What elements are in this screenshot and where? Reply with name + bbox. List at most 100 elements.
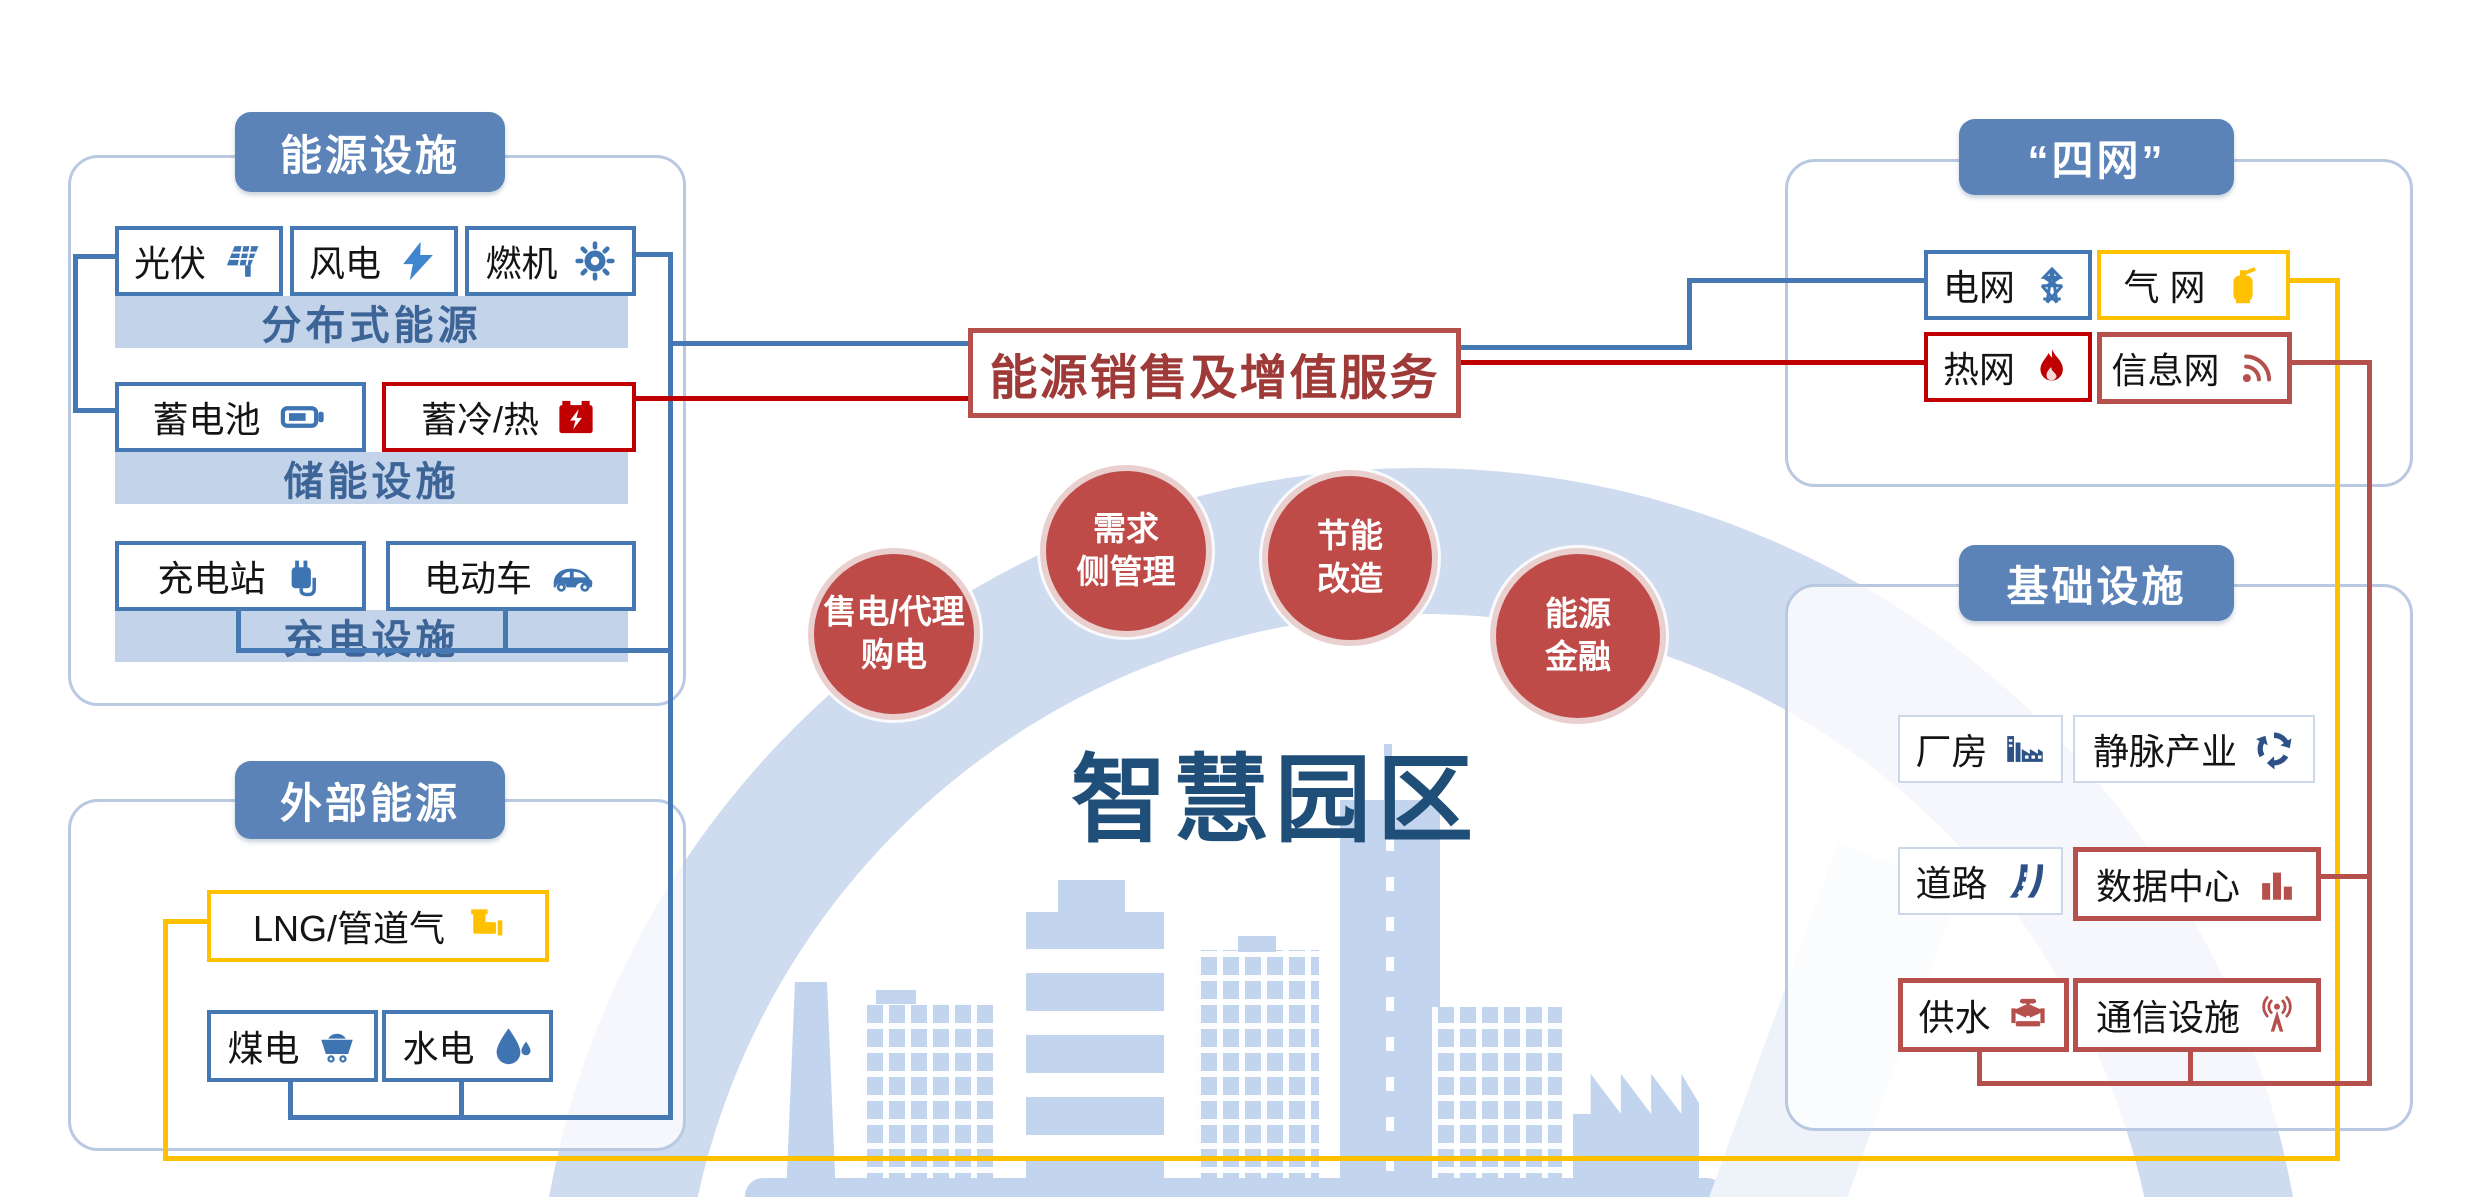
water-valve-icon xyxy=(2007,994,2049,1036)
info-network-box: 信息网 xyxy=(2097,332,2292,404)
water-supply-label: 供水 xyxy=(1918,997,1991,1038)
four-networks-header: “四网” xyxy=(1959,119,2234,195)
flame-icon xyxy=(2031,346,2073,388)
factory-icon xyxy=(2004,728,2046,770)
factory-label: 厂房 xyxy=(1915,731,1988,772)
pv-box: 光伏 xyxy=(115,226,283,296)
power-grid-label: 电网 xyxy=(1942,267,2015,308)
circle-label: 节能 xyxy=(1317,517,1383,555)
connector-blue xyxy=(73,254,78,412)
solar-panel-icon xyxy=(222,240,264,282)
data-center-label: 数据中心 xyxy=(2095,866,2240,907)
electric-car-icon xyxy=(548,555,598,597)
comm-facilities-box: 通信设施 xyxy=(2073,978,2321,1052)
band-label: 分布式能源 xyxy=(261,304,482,348)
water-supply-box: 供水 xyxy=(1898,978,2069,1052)
band-label: 储能设施 xyxy=(283,460,460,504)
roads-box: 道路 xyxy=(1898,847,2063,915)
skyline-building xyxy=(861,1003,994,1197)
header-label: 能源设施 xyxy=(279,131,460,179)
info-network-label: 信息网 xyxy=(2111,350,2220,391)
circle-label: 售电/代理 xyxy=(823,593,965,631)
coal-cart-icon xyxy=(316,1025,358,1067)
data-center-box: 数据中心 xyxy=(2073,847,2321,921)
band-distributed-energy: 分布式能源 xyxy=(115,296,628,348)
header-label: 外部能源 xyxy=(279,779,460,827)
connector-blue xyxy=(236,601,241,653)
wind-label: 风电 xyxy=(308,243,381,284)
connector-yellow xyxy=(2282,278,2340,283)
connector-blue xyxy=(1687,278,1924,283)
electric-vehicle-box: 电动车 xyxy=(386,541,636,611)
circle-electricity-sales: 售电/代理 购电 xyxy=(808,548,980,720)
band-label: 充电设施 xyxy=(283,618,460,662)
circle-label: 能源 xyxy=(1545,595,1611,633)
circle-label: 改造 xyxy=(1317,560,1383,597)
coal-power-box: 煤电 xyxy=(207,1010,378,1082)
gear-icon xyxy=(574,240,616,282)
connector-blue xyxy=(668,341,968,346)
water-drop-icon xyxy=(491,1025,533,1067)
connector-blue xyxy=(288,1115,673,1120)
header-label: “四网” xyxy=(2027,136,2166,184)
connector-blue xyxy=(503,601,508,653)
battery-icon xyxy=(277,396,329,438)
circle-energy-saving-retrofit: 节能 改造 xyxy=(1262,470,1438,646)
skyline-building-cap xyxy=(876,990,916,1004)
lng-label: LNG/管道气 xyxy=(252,908,446,949)
skyline-tower xyxy=(1340,800,1440,1197)
power-grid-box: 电网 xyxy=(1924,250,2092,320)
skyline-base xyxy=(745,1178,1725,1197)
skyline-antenna xyxy=(1384,744,1392,802)
service-box: 能源销售及增值服务 xyxy=(968,328,1461,418)
road-icon xyxy=(2004,860,2046,902)
skyline-building xyxy=(1432,1007,1562,1197)
signal-waves-icon xyxy=(2236,347,2278,389)
connector-blue xyxy=(628,252,673,257)
lng-pipeline-gas-box: LNG/管道气 xyxy=(207,890,549,962)
connector-red xyxy=(628,396,968,401)
connector-red xyxy=(1451,360,1924,365)
connector-blue xyxy=(459,1072,464,1120)
skyline-chimney xyxy=(786,982,836,1197)
connector-crimson xyxy=(2188,1040,2193,1085)
connector-yellow xyxy=(163,919,207,924)
circle-label: 侧管理 xyxy=(1076,553,1176,590)
heat-network-box: 热网 xyxy=(1924,332,2092,402)
thermal-battery-icon xyxy=(555,396,597,438)
charging-station-box: 充电站 xyxy=(115,541,366,611)
connector-blue xyxy=(1687,278,1692,350)
band-charging-facilities: 充电设施 xyxy=(115,610,628,662)
connector-crimson xyxy=(2282,360,2372,365)
four-networks-panel xyxy=(1785,159,2413,487)
circle-label: 需求 xyxy=(1093,510,1159,548)
connector-crimson xyxy=(2367,360,2372,1086)
thermal-storage-label: 蓄冷/热 xyxy=(420,399,539,440)
bar-chart-icon xyxy=(2256,863,2298,905)
gas-cylinder-icon xyxy=(2222,264,2264,306)
turbine-label: 燃机 xyxy=(485,243,558,284)
hydro-power-box: 水电 xyxy=(382,1010,553,1082)
hydro-power-label: 水电 xyxy=(402,1028,475,1069)
connector-yellow xyxy=(2335,278,2340,1161)
charging-plug-icon xyxy=(282,555,324,597)
charging-station-label: 充电站 xyxy=(157,558,266,599)
comm-facilities-label: 通信设施 xyxy=(2095,997,2240,1038)
battery-label: 蓄电池 xyxy=(152,399,261,440)
connector-yellow xyxy=(163,919,168,1161)
header-label: 基础设施 xyxy=(2006,562,2187,610)
connector-crimson xyxy=(1977,1081,2372,1086)
band-storage-facilities: 储能设施 xyxy=(115,452,628,504)
connector-blue xyxy=(73,254,119,259)
vein-industry-label: 静脉产业 xyxy=(2092,731,2237,772)
circle-label: 购电 xyxy=(861,636,927,673)
thermal-storage-box: 蓄冷/热 xyxy=(382,382,636,452)
factory-buildings-box: 厂房 xyxy=(1898,715,2063,783)
skyline-building-cap xyxy=(1058,880,1125,914)
external-energy-panel xyxy=(68,799,686,1151)
connector-blue xyxy=(236,648,673,653)
gas-turbine-box: 燃机 xyxy=(465,226,636,296)
battery-box: 蓄电池 xyxy=(115,382,366,452)
infrastructure-header: 基础设施 xyxy=(1959,545,2234,621)
